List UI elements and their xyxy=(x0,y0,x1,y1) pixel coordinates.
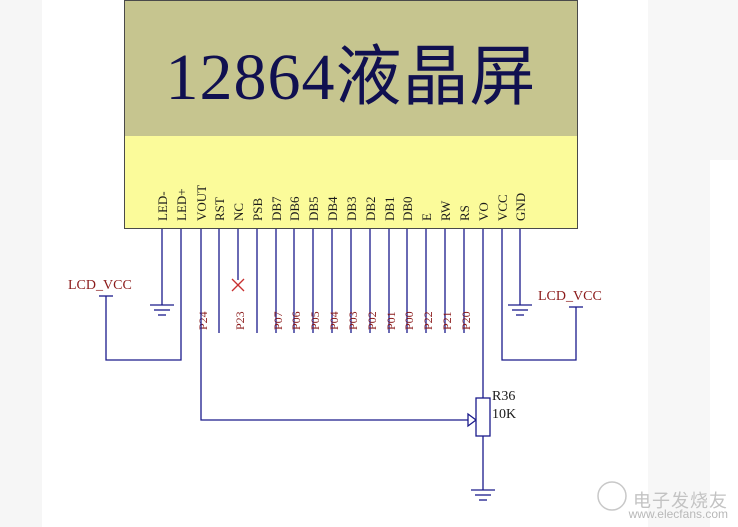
pin-label-psb-5: PSB xyxy=(250,198,265,221)
resistor-value: 10K xyxy=(492,407,516,422)
ground-symbol-gnd xyxy=(508,304,532,316)
watermark-logo-icon xyxy=(597,481,627,511)
net-label-lcd-vcc-right: LCD_VCC xyxy=(538,289,602,304)
pin-label-vcc-18: VCC xyxy=(495,194,510,221)
pin-label-db3-10: DB3 xyxy=(344,196,359,221)
vout-wire xyxy=(200,229,468,421)
pin-label-gnd-19: GND xyxy=(513,193,528,221)
pin-label-rw-15: RW xyxy=(438,200,453,221)
port-label-p23: P23 xyxy=(233,311,247,330)
port-label-p06: P06 xyxy=(289,311,303,330)
pin-label-vout-2: VOUT xyxy=(194,185,209,221)
pin-label-db2-11: DB2 xyxy=(363,196,378,221)
pin-label-db6-7: DB6 xyxy=(287,196,302,221)
vcc-wire xyxy=(501,229,577,361)
ground-symbol-led xyxy=(150,304,174,316)
lcd-pin-header-area xyxy=(124,136,578,229)
background-left-strip xyxy=(0,0,42,527)
port-label-p05: P05 xyxy=(308,311,322,330)
resistor-ref: R36 xyxy=(492,389,515,404)
watermark-title: 电子发烧友 xyxy=(633,491,728,511)
port-label-p07: P07 xyxy=(271,311,285,330)
port-label-p21: P21 xyxy=(440,311,454,330)
watermark-url: www.elecfans.com xyxy=(628,507,728,521)
ground-symbol-resistor xyxy=(471,489,495,501)
pin-label-led-0: LED- xyxy=(155,191,170,221)
pin-label-led-1: LED+ xyxy=(174,188,189,221)
port-label-p01: P01 xyxy=(384,311,398,330)
background-right-strip-lower xyxy=(710,160,738,527)
port-label-p04: P04 xyxy=(327,311,341,330)
lcd-title: 12864液晶屏 xyxy=(165,41,537,114)
nc-cross-b xyxy=(231,278,245,292)
port-label-p02: P02 xyxy=(365,311,379,330)
lcd-display-area: 12864液晶屏 xyxy=(124,0,578,137)
pin-label-db1-12: DB1 xyxy=(382,196,397,221)
pin-label-db4-9: DB4 xyxy=(325,196,340,221)
port-label-p03: P03 xyxy=(346,311,360,330)
port-label-p20: P20 xyxy=(459,311,473,330)
pin-label-rs-16: RS xyxy=(457,205,472,221)
port-label-p00: P00 xyxy=(402,311,416,330)
pin-label-e-14: E xyxy=(419,213,434,221)
pot-wiper-arrow xyxy=(467,412,478,428)
pin-label-db7-6: DB7 xyxy=(269,196,284,221)
led-plus-wire xyxy=(105,229,182,361)
pin-label-nc-4: NC xyxy=(231,203,246,221)
pin-label-vo-17: VO xyxy=(476,202,491,221)
net-label-lcd-vcc-left: LCD_VCC xyxy=(68,278,132,293)
port-label-p24: P24 xyxy=(196,311,210,330)
watermark: 电子发烧友 www.elecfans.com xyxy=(628,491,728,521)
pin-label-db0-13: DB0 xyxy=(400,196,415,221)
resistor-body xyxy=(475,397,491,437)
port-label-p22: P22 xyxy=(421,311,435,330)
pin-label-rst-3: RST xyxy=(212,197,227,221)
pin-label-db5-8: DB5 xyxy=(306,196,321,221)
